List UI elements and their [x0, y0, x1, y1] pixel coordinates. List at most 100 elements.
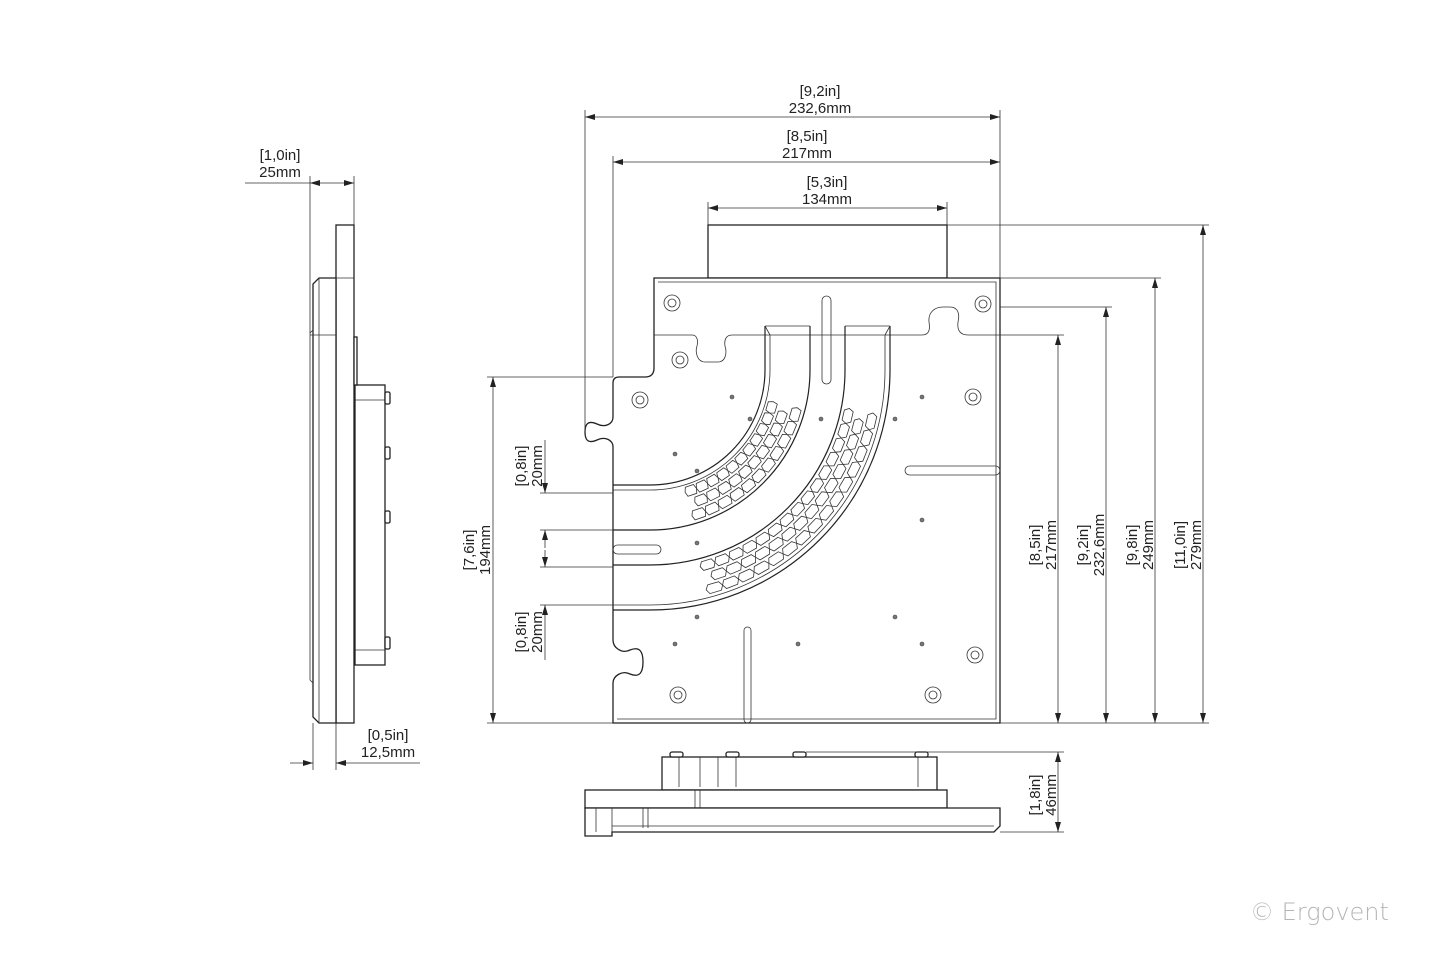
screw-dot: [919, 517, 925, 523]
honeycomb-cell: [694, 493, 708, 507]
honeycomb-cell: [716, 467, 730, 482]
dim-side-plate-mm: 12,5mm: [361, 744, 415, 761]
dim-height-in: [7,6in]: [461, 530, 478, 571]
mounting-hole-icon: [635, 395, 645, 405]
copyright-text: © Ergovent: [1250, 898, 1389, 926]
honeycomb-cell: [749, 433, 764, 447]
honeycomb-cell: [767, 522, 783, 538]
honeycomb-cell: [755, 423, 770, 437]
honeycomb-cell: [740, 554, 756, 569]
dim-channel-upper-in: [0,8in]: [513, 446, 530, 487]
honeycomb-cell: [725, 561, 742, 575]
honeycomb-cell: [706, 473, 720, 488]
slot-top: [821, 295, 832, 385]
bolt: [669, 751, 684, 758]
screw-dot: [694, 540, 700, 546]
honeycomb-cell: [841, 408, 854, 424]
bottom-dimensions: [806, 751, 1064, 833]
front-view: [584, 224, 1001, 724]
honeycomb-cell: [846, 461, 861, 478]
honeycomb-cell: [753, 560, 770, 575]
bottom-view: [584, 751, 1001, 837]
dim-right-1-in: [8,5in]: [1027, 525, 1044, 566]
slot-left: [612, 544, 662, 555]
mounting-hole-icon: [671, 351, 689, 369]
honeycomb-cell: [839, 449, 854, 465]
mounting-hole-icon: [675, 355, 685, 365]
honeycomb-cell: [774, 410, 788, 425]
honeycomb-cell: [765, 401, 778, 414]
bolt: [914, 751, 929, 758]
dim-side-total-mm: 25mm: [259, 164, 301, 181]
mounting-holes: [631, 294, 992, 704]
honeycomb-cell: [854, 445, 868, 463]
dim-side-plate-in: [0,5in]: [368, 727, 409, 744]
honeycomb-cell: [769, 422, 783, 437]
dim-right-3-in: [9,8in]: [1124, 525, 1141, 566]
plate-inner-edge: [617, 281, 997, 720]
screw-dot: [729, 394, 735, 400]
honeycomb-cell: [728, 473, 743, 488]
screw-dot: [694, 614, 700, 620]
dimension-labels: [9,2in] 232,6mm [8,5in] 217mm [5,3in] 13…: [259, 83, 1205, 816]
mounting-hole-icon: [966, 646, 984, 664]
mounting-hole-icon: [968, 392, 978, 402]
mounting-hole-icon: [669, 686, 687, 704]
dim-bottom-height-mm: 46mm: [1043, 774, 1060, 816]
mounting-hole-icon: [974, 295, 992, 313]
dim-overall-in: [9,2in]: [800, 83, 841, 100]
honeycomb-cell: [729, 487, 745, 502]
dim-channel-upper-mm: 20mm: [529, 445, 546, 487]
dim-right-3-mm: 249mm: [1140, 520, 1157, 570]
front-dimensions: [487, 110, 1209, 724]
screw-dot: [892, 614, 898, 620]
honeycomb-cell: [734, 451, 749, 466]
honeycomb-cell: [747, 455, 762, 470]
honeycomb-cell: [740, 478, 757, 494]
dim-right-2-mm: 232,6mm: [1091, 514, 1108, 577]
honeycomb-cell: [846, 433, 860, 451]
honeycomb-cell: [722, 575, 739, 589]
honeycomb-cell: [838, 476, 854, 493]
honeycomb-cell: [684, 484, 698, 497]
honeycomb-cell: [742, 539, 758, 554]
screw-dot: [892, 416, 898, 422]
dim-right-4-in: [11,0in]: [1172, 521, 1189, 569]
main-plate-outline: [584, 277, 1001, 724]
honeycomb-cell: [706, 487, 721, 502]
channel-inner: [613, 325, 811, 531]
channel-outer: [613, 325, 891, 611]
honeycomb-cell: [777, 433, 792, 449]
screw-dot: [672, 641, 678, 647]
mounting-hole-icon: [928, 690, 938, 700]
joint-line: [654, 306, 1000, 363]
bolt: [384, 636, 391, 650]
honeycomb-cell: [769, 446, 785, 461]
honeycomb-cell: [768, 536, 784, 552]
honeycomb-cell: [793, 515, 809, 531]
honeycomb-cell: [783, 420, 798, 436]
screw-dot: [818, 416, 824, 422]
mounting-hole-icon: [964, 388, 982, 406]
honeycomb-cell: [800, 490, 816, 506]
honeycomb-cell: [795, 530, 811, 546]
honeycomb-cell: [742, 442, 757, 457]
honeycomb-cell: [761, 412, 774, 426]
bolt: [792, 751, 807, 758]
slot-right: [904, 465, 1001, 476]
honeycomb-cell: [755, 545, 771, 561]
dim-bottom-height-in: [1,8in]: [1027, 775, 1044, 816]
mounting-hole-icon: [663, 294, 681, 312]
bolt: [725, 751, 740, 758]
slot-bottom: [743, 626, 752, 724]
dim-side-total-in: [1,0in]: [260, 147, 301, 164]
honeycomb-cell: [699, 558, 716, 571]
mounting-hole-icon: [970, 650, 980, 660]
screw-dots: [672, 394, 925, 647]
honeycomb-cell: [825, 451, 840, 467]
honeycomb-cell: [807, 517, 823, 534]
dim-overall-mm: 232,6mm: [789, 100, 852, 117]
honeycomb-cell: [832, 463, 847, 480]
mounting-hole-icon: [631, 391, 649, 409]
